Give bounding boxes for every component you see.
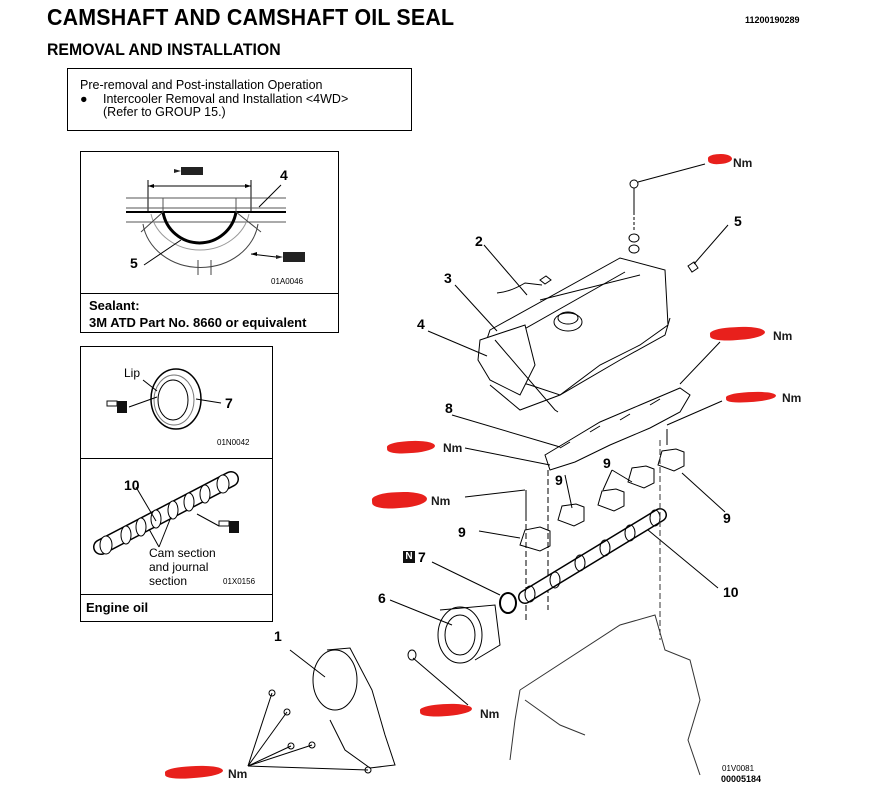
- cylinder-head: [510, 440, 700, 775]
- callout-6: 6: [378, 590, 386, 606]
- torque-unit: Nm: [773, 329, 793, 343]
- rocker-cover-bolt: [629, 164, 705, 253]
- callout-7: 7: [225, 395, 233, 411]
- document-id: 11200190289: [745, 15, 800, 25]
- callout-9: 9: [458, 524, 466, 540]
- divider: [81, 458, 272, 459]
- oil-seal-illustration: [81, 347, 272, 457]
- lip-label: Lip: [124, 366, 141, 380]
- callout-10: 10: [723, 584, 739, 600]
- section-subtitle: REMOVAL AND INSTALLATION: [47, 40, 281, 59]
- callout-4: 4: [417, 316, 425, 332]
- torque-unit: Nm: [228, 767, 248, 781]
- callout-9: 9: [723, 510, 731, 526]
- bullet-icon: ●: [80, 92, 88, 106]
- callout-2: 2: [475, 233, 483, 249]
- lubrication-detail-box: Lip 7 01N0042 10 Cam section and journal…: [80, 346, 273, 622]
- sealant-illustration: [81, 167, 305, 292]
- callout-4: 4: [280, 167, 288, 183]
- torque-unit: Nm: [782, 391, 802, 405]
- camshaft-illustration: [81, 459, 239, 594]
- sealant-tube-icon-right: [276, 252, 305, 262]
- pre-removal-heading: Pre-removal and Post-installation Operat…: [80, 78, 323, 92]
- figure-code: 01X0156: [223, 577, 256, 586]
- cover-bolts: [248, 690, 371, 773]
- callout-5: 5: [734, 213, 742, 229]
- pre-removal-box: Pre-removal and Post-installation Operat…: [67, 68, 412, 131]
- torque-unit: Nm: [733, 156, 753, 170]
- callout-1: 1: [274, 628, 282, 644]
- figure-code: 01N0042: [217, 438, 250, 447]
- torque-unit: Nm: [431, 494, 451, 508]
- timing-belt-cover: [313, 648, 395, 768]
- torque-unit: Nm: [443, 441, 463, 455]
- sealant-detail-box: 4 5 01A0046 Sealant: 3M ATD Part No. 866…: [80, 151, 339, 333]
- page-title: CAMSHAFT AND CAMSHAFT OIL SEAL: [47, 4, 455, 30]
- new-part-badge: N: [403, 551, 415, 563]
- callout-3: 3: [444, 270, 452, 286]
- callout-9: 9: [555, 472, 563, 488]
- oil-can-icon: [219, 521, 239, 533]
- callout-7: 7: [418, 549, 426, 565]
- callout-5: 5: [130, 255, 138, 271]
- callout-9: 9: [603, 455, 611, 471]
- callout-8: 8: [445, 400, 453, 416]
- bearing-caps: [520, 449, 684, 551]
- cam-journal-note: section: [149, 574, 188, 588]
- pre-removal-item: Intercooler Removal and Installation <4W…: [103, 92, 349, 106]
- page-code: 00005184: [721, 774, 762, 784]
- camshaft-sprocket: [438, 605, 500, 663]
- engine-oil-caption: Engine oil: [86, 600, 149, 615]
- sealant-caption-spec: 3M ATD Part No. 8660 or equivalent: [89, 315, 307, 330]
- sealant-tube-icon-top: [174, 167, 203, 175]
- figure-code: 01V0081: [722, 764, 755, 773]
- cam-journal-note: Cam section: [149, 546, 216, 560]
- oil-can-icon: [107, 401, 127, 413]
- figure-code: 01A0046: [271, 277, 304, 286]
- cam-journal-note: and journal: [149, 560, 209, 574]
- camshaft: [525, 510, 660, 602]
- torque-unit: Nm: [480, 707, 500, 721]
- rocker-arm-assembly: [545, 388, 690, 470]
- pre-removal-reference: (Refer to GROUP 15.): [103, 105, 226, 119]
- divider: [81, 293, 338, 294]
- rocker-cover: [478, 258, 670, 412]
- divider: [81, 594, 272, 595]
- sealant-caption-label: Sealant:: [89, 298, 140, 313]
- callout-10: 10: [124, 477, 140, 493]
